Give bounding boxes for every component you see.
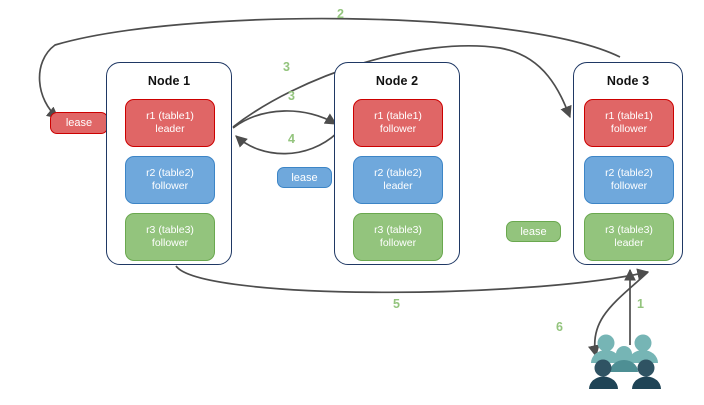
replica-node1-r1: r1 (table1) leader (125, 99, 215, 147)
edge-label-3b: 3 (288, 89, 295, 103)
replica-role: leader (383, 180, 413, 192)
replica-name: r1 (table1) (374, 110, 422, 122)
replica-node2-r2: r2 (table2) leader (353, 156, 443, 204)
replica-role: follower (379, 237, 417, 249)
edge-6-path (587, 271, 649, 358)
node-container-node2: Node 2 r1 (table1) follower r2 (table2) … (334, 62, 460, 265)
edge-5-path (175, 265, 650, 294)
node-container-node1: Node 1 r1 (table1) leader r2 (table2) fo… (106, 62, 232, 265)
replica-name: r3 (table3) (146, 224, 194, 236)
lease-label: lease (65, 117, 93, 129)
edge-3-short-path (232, 110, 338, 129)
lease-label: lease (291, 171, 318, 184)
replica-role: follower (610, 123, 648, 135)
replica-role: follower (379, 123, 417, 135)
node-title-node3: Node 3 (606, 74, 650, 88)
replica-node2-r3: r3 (table3) follower (353, 213, 443, 261)
node-title-node2: Node 2 (375, 74, 419, 88)
replica-role: follower (151, 180, 189, 192)
node-title-node1: Node 1 (147, 74, 191, 88)
lease-badge-blue: lease (277, 167, 332, 188)
lease-label: lease (520, 225, 547, 238)
replica-role: leader (155, 123, 185, 135)
edge-label-5: 5 (393, 297, 400, 311)
edge-label-3a: 3 (283, 60, 290, 74)
edge-4-path (235, 132, 338, 155)
replica-name: r2 (table2) (605, 167, 653, 179)
replica-node3-r1: r1 (table1) follower (584, 99, 674, 147)
edge-3-long-path (232, 44, 572, 128)
replica-name: r1 (table1) (605, 110, 653, 122)
lease-badge-green: lease (506, 221, 561, 242)
lease-badge-red: lease (50, 112, 108, 134)
replica-name: r2 (table2) (146, 167, 194, 179)
edge-label-2: 2 (337, 7, 344, 21)
node-container-node3: Node 3 r1 (table1) follower r2 (table2) … (573, 62, 683, 265)
replica-role: follower (610, 180, 648, 192)
edge-label-6: 6 (556, 320, 563, 334)
replica-name: r3 (table3) (374, 224, 422, 236)
replica-name: r2 (table2) (374, 167, 422, 179)
replica-role: leader (614, 237, 644, 249)
replica-node2-r1: r1 (table1) follower (353, 99, 443, 147)
replica-role: follower (151, 237, 189, 249)
edge-2-path (38, 17, 621, 119)
clients-people-icon (589, 334, 661, 389)
edge-label-1: 1 (637, 297, 644, 311)
replica-name: r3 (table3) (605, 224, 653, 236)
replica-name: r1 (table1) (146, 110, 194, 122)
replica-node1-r3: r3 (table3) follower (125, 213, 215, 261)
edge-label-4: 4 (288, 132, 295, 146)
replica-node3-r2: r2 (table2) follower (584, 156, 674, 204)
replica-node1-r2: r2 (table2) follower (125, 156, 215, 204)
replica-node3-r3: r3 (table3) leader (584, 213, 674, 261)
